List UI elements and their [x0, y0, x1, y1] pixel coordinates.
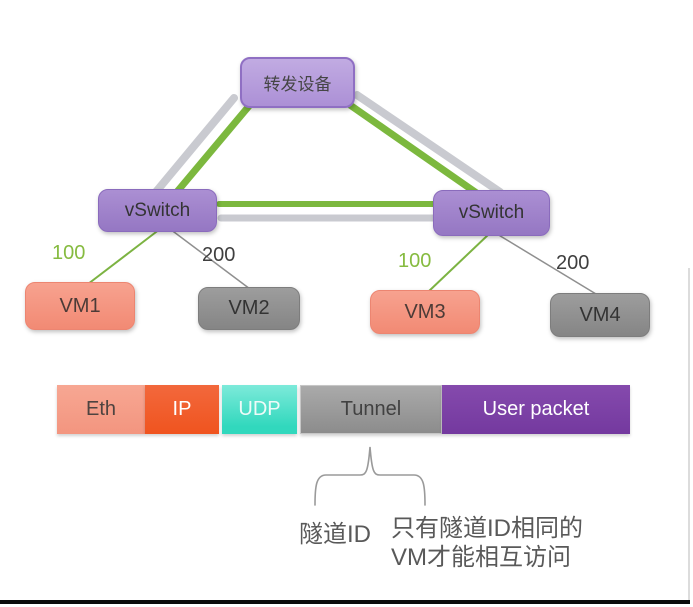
link-label-vm4-200: 200: [556, 252, 590, 274]
node-vswitch-left: vSwitch: [98, 189, 217, 232]
tunnel-brace: [314, 446, 426, 506]
node-vm4-label: VM4: [579, 303, 621, 326]
node-vm1-label: VM1: [59, 294, 101, 317]
link-vswitchright-vm4: [496, 233, 597, 295]
packet-segment-tunnel: Tunnel: [300, 385, 442, 434]
node-vm3-label: VM3: [404, 300, 446, 323]
packet-segment-ip: IP: [145, 385, 219, 434]
packet-segment-user-packet-label: User packet: [482, 398, 590, 420]
table-bottom-border: [0, 600, 690, 604]
link-vswitchright-vm3: [427, 233, 490, 293]
node-vm3: VM3: [370, 290, 480, 334]
packet-segment-udp-label: UDP: [238, 398, 281, 420]
link-green-forwarder-vswitchright: [346, 101, 482, 198]
link-label-vm2-200: 200: [202, 244, 236, 266]
tunnel-note-line1: 只有隧道ID相同的: [391, 515, 583, 542]
node-vm1: VM1: [25, 282, 135, 330]
packet-segment-tunnel-label: Tunnel: [340, 398, 402, 420]
link-gray-forwarder-vswitchright: [353, 91, 504, 196]
node-vswitch-right-label: vSwitch: [458, 202, 525, 223]
packet-segment-ip-label: IP: [172, 398, 192, 420]
link-label-vm1-100: 100: [52, 242, 86, 264]
table-cell-right-border: [688, 268, 690, 602]
tunnel-id-label: 隧道ID: [299, 521, 371, 548]
link-vswitchleft-vm2: [169, 228, 251, 290]
node-vswitch-left-label: vSwitch: [124, 199, 191, 221]
link-label-vm3-100: 100: [398, 250, 432, 272]
tunnel-note-line2: VM才能相互访问: [391, 544, 571, 571]
node-vm2-label: VM2: [228, 297, 270, 319]
node-forwarder-device: 转发设备: [240, 57, 355, 108]
packet-segment-user-packet: User packet: [442, 385, 630, 434]
packet-segment-eth-label: Eth: [85, 398, 117, 420]
node-vswitch-right: vSwitch: [433, 190, 550, 236]
link-gray-forwarder-vswitchleft: [151, 94, 238, 197]
link-green-forwarder-vswitchleft: [172, 102, 253, 197]
link-vswitchleft-vm1: [87, 228, 161, 285]
node-vm2: VM2: [198, 287, 300, 330]
tunnel-note: 只有隧道ID相同的 VM才能相互访问: [391, 514, 583, 572]
node-vm4: VM4: [550, 293, 650, 337]
node-forwarder-label: 转发设备: [263, 75, 332, 94]
packet-segment-udp: UDP: [222, 385, 297, 434]
packet-segment-eth: Eth: [57, 385, 145, 434]
